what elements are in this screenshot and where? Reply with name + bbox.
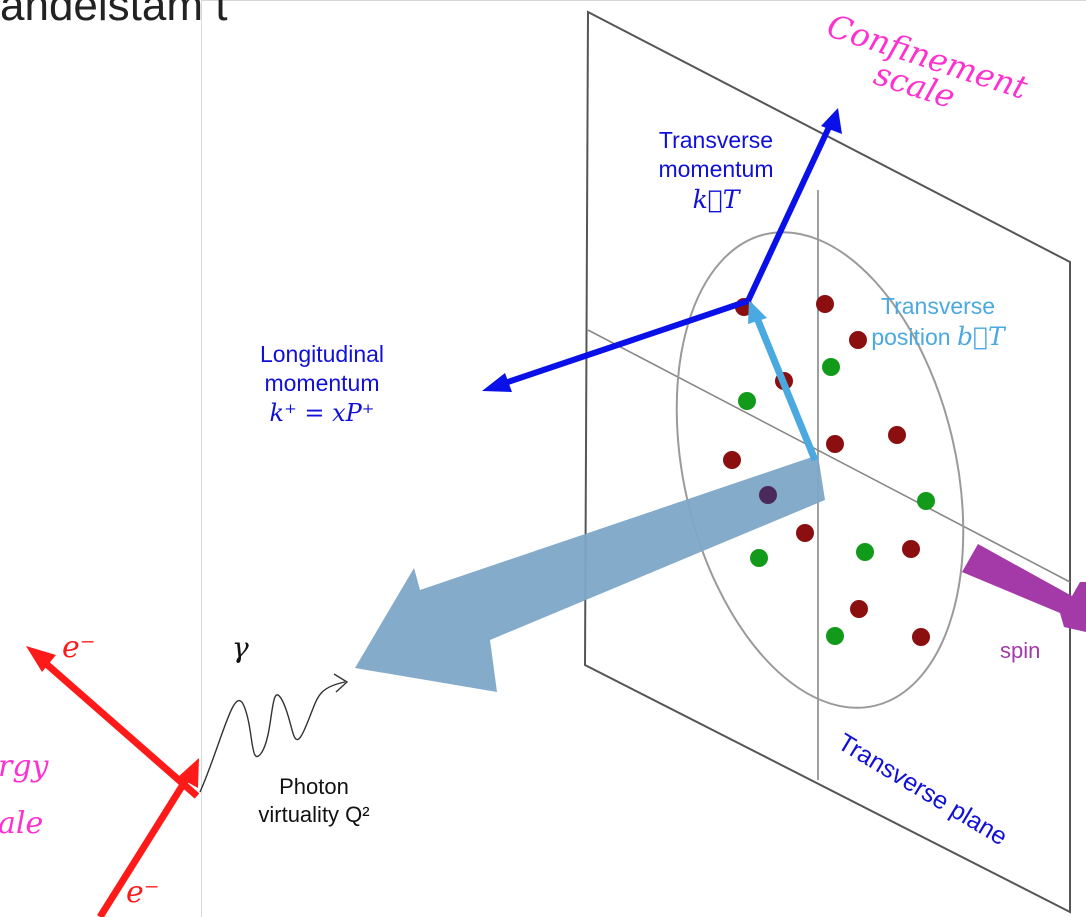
photon-gamma-label: γ <box>232 631 249 664</box>
spin-arrow <box>962 544 1086 632</box>
incoming-electron-arrowhead <box>178 758 199 788</box>
bt-line2: position <box>871 323 951 350</box>
red-parton <box>796 524 814 542</box>
red-parton <box>849 331 867 349</box>
bt-line2-wrap: position b⃗T <box>852 321 1024 352</box>
kt-line2: momentum <box>658 155 774 182</box>
transverse-momentum-arrow <box>745 123 833 303</box>
transverse-position-label: Transverse position b⃗T <box>852 292 1024 352</box>
incoming-electron-line <box>97 773 192 917</box>
photon-arrowhead <box>333 673 349 693</box>
kt-symbol: k⃗T <box>692 184 740 214</box>
red-parton <box>850 600 868 618</box>
transverse-momentum-label: Transverse momentum k⃗T <box>632 126 800 215</box>
longitudinal-momentum-arrowhead <box>482 373 512 392</box>
energy-scale-fragment-2: ale <box>0 806 44 841</box>
red-parton <box>902 540 920 558</box>
transverse-plane-label: Transverse plane <box>833 728 1012 851</box>
outgoing-electron-line <box>40 658 200 799</box>
transverse-position-arrowhead <box>748 300 767 324</box>
red-parton <box>888 426 906 444</box>
top-cut-label: andelstam t <box>0 0 228 30</box>
red-parton <box>826 435 844 453</box>
green-parton <box>826 627 844 645</box>
green-parton <box>750 549 768 567</box>
photon-line1: Photon <box>279 774 349 799</box>
green-parton <box>822 358 840 376</box>
kt-line1: Transverse <box>658 127 774 153</box>
outgoing-electron-arrowhead <box>26 646 56 672</box>
transverse-position-arrow <box>753 316 819 462</box>
transverse-plane <box>583 10 1071 914</box>
bt-symbol: b⃗T <box>956 321 1005 351</box>
long-line1: Longitudinal <box>259 341 385 367</box>
nucleon-beam-arrow <box>355 455 825 692</box>
green-parton <box>856 543 874 561</box>
photon-wavy-line <box>199 681 346 793</box>
bt-line1: Transverse <box>880 293 996 319</box>
photon-virtuality-label: Photon virtuality Q² <box>244 773 384 828</box>
red-parton <box>816 295 834 313</box>
green-parton <box>917 492 935 510</box>
green-parton <box>738 392 756 410</box>
long-formula: k⁺ = xP⁺ <box>269 398 375 427</box>
incoming-electron-label: e⁻ <box>126 875 160 910</box>
transverse-momentum-arrowhead <box>821 108 842 134</box>
longitudinal-momentum-arrow <box>501 298 749 387</box>
outgoing-electron-label: e⁻ <box>62 630 96 665</box>
energy-scale-fragment-1: rgy <box>0 749 49 784</box>
spin-label: spin <box>1000 638 1041 663</box>
photon-line2: virtuality Q² <box>258 801 370 827</box>
red-parton <box>912 628 930 646</box>
long-line2: momentum <box>264 369 380 396</box>
longitudinal-momentum-label: Longitudinal momentum k⁺ = xP⁺ <box>232 340 412 428</box>
plane-horizontal-axis <box>587 329 1071 583</box>
red-parton <box>723 451 741 469</box>
diagram-panel <box>201 0 1086 917</box>
purple-parton <box>759 486 777 504</box>
